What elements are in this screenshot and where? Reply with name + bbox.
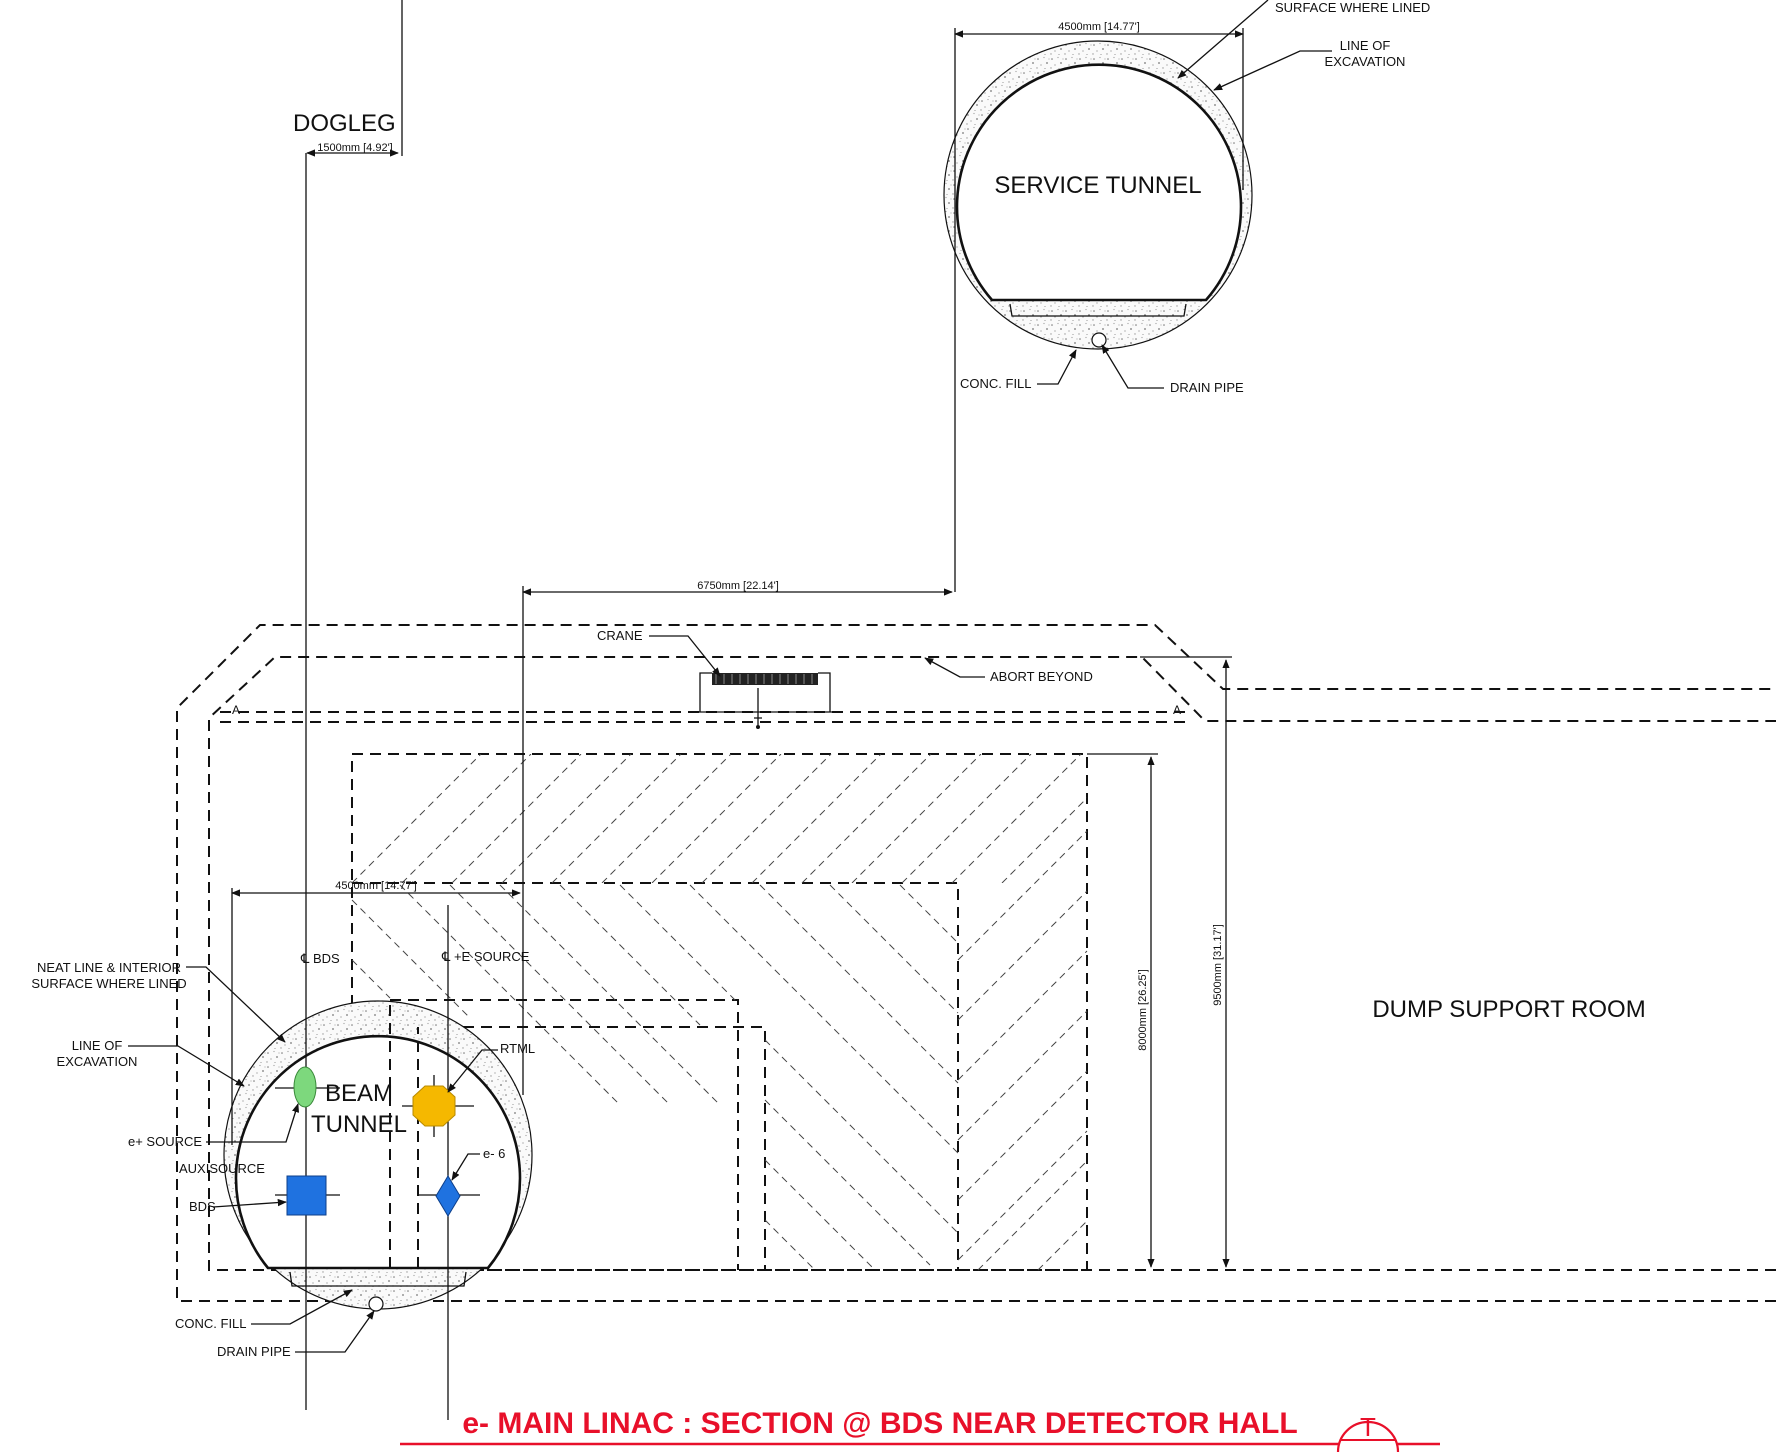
abort-beyond-label: ABORT BEYOND <box>990 669 1093 684</box>
dogleg-label: DOGLEG <box>293 110 396 137</box>
rtml-leader <box>447 1049 498 1093</box>
abort-beyond-leader <box>924 657 985 678</box>
e-minus-6-label: e- 6 <box>483 1146 505 1161</box>
surface-where-lined-leader <box>1177 0 1269 79</box>
conc-fill-label-top: CONC. FILL <box>960 376 1032 391</box>
service-tunnel-width-dimension: 4500mm [14.77'] <box>1058 21 1140 33</box>
beam-tunnel-label-1: BEAM <box>325 1080 393 1107</box>
bds-square-icon <box>275 1175 340 1216</box>
drawing-title: e- MAIN LINAC : SECTION @ BDS NEAR DETEC… <box>462 1407 1297 1440</box>
e-plus-source-leader <box>206 1103 300 1143</box>
line-of-excavation-label-top-2: EXCAVATION <box>1325 54 1406 69</box>
conc-fill-leader-beam <box>251 1289 353 1325</box>
bds-label: BDS <box>189 1199 216 1214</box>
e-minus-diamond-icon <box>418 1175 480 1217</box>
section-badge-icon <box>1336 1420 1400 1452</box>
e-plus-source-icon <box>275 1066 340 1108</box>
bds-leader <box>212 1198 287 1208</box>
service-tunnel-section <box>943 28 1253 592</box>
line-of-excavation-label-top-1: LINE OF <box>1340 38 1391 53</box>
line-of-excavation-label-beam-1: LINE OF <box>72 1038 123 1053</box>
neat-line-leader <box>186 966 286 1043</box>
crane-label: CRANE <box>597 628 643 643</box>
section-badge-letter: T <box>1360 1412 1376 1442</box>
offset-dimension-label: 6750mm [22.14'] <box>697 580 779 592</box>
height-9500-label: 9500mm [31.17'] <box>1212 924 1224 1006</box>
centerline-e-source-label: ℄ +E SOURCE <box>441 949 530 964</box>
neat-line-label-1: NEAT LINE & INTERIOR <box>37 960 181 975</box>
marker-a-right: A <box>1173 703 1181 717</box>
line-of-excavation-leader-top <box>1213 50 1332 91</box>
drain-pipe-label-beam: DRAIN PIPE <box>217 1344 291 1359</box>
rtml-octagon-icon <box>402 1075 474 1137</box>
line-of-excavation-label-beam-2: EXCAVATION <box>57 1054 138 1069</box>
dump-support-room-label: DUMP SUPPORT ROOM <box>1372 996 1645 1023</box>
drain-pipe-label-top: DRAIN PIPE <box>1170 380 1244 395</box>
service-tunnel-label: SERVICE TUNNEL <box>994 172 1201 199</box>
drain-pipe-leader-beam <box>295 1310 375 1353</box>
conc-fill-label-beam: CONC. FILL <box>175 1316 247 1331</box>
beam-tunnel-width-label: 4500mm [14.77'] <box>335 880 417 892</box>
beam-tunnel-label-2: TUNNEL <box>311 1111 407 1138</box>
line-of-excavation-leader-beam <box>128 1045 245 1087</box>
neat-line-label-2: SURFACE WHERE LINED <box>31 976 186 991</box>
drain-pipe-leader-top <box>1101 344 1164 389</box>
crane-icon <box>695 672 836 729</box>
e-plus-source-label: e+ SOURCE <box>128 1134 202 1149</box>
auxisource-label: AUXISOURCE <box>179 1161 265 1176</box>
e-minus-6-leader <box>451 1153 480 1181</box>
marker-a-left: A <box>232 703 240 717</box>
crane-leader <box>649 635 721 677</box>
centerline-bds-label: ℄ BDS <box>300 951 340 966</box>
rtml-label: RTML <box>500 1041 535 1056</box>
conc-fill-leader-top <box>1037 349 1077 385</box>
height-8000-label: 8000mm [26.25'] <box>1137 969 1149 1051</box>
dogleg-width-dimension: 1500mm [4.92'] <box>317 142 392 154</box>
surface-where-lined-label-top: SURFACE WHERE LINED <box>1275 0 1430 15</box>
beam-tunnel-overlay <box>389 1000 419 1268</box>
